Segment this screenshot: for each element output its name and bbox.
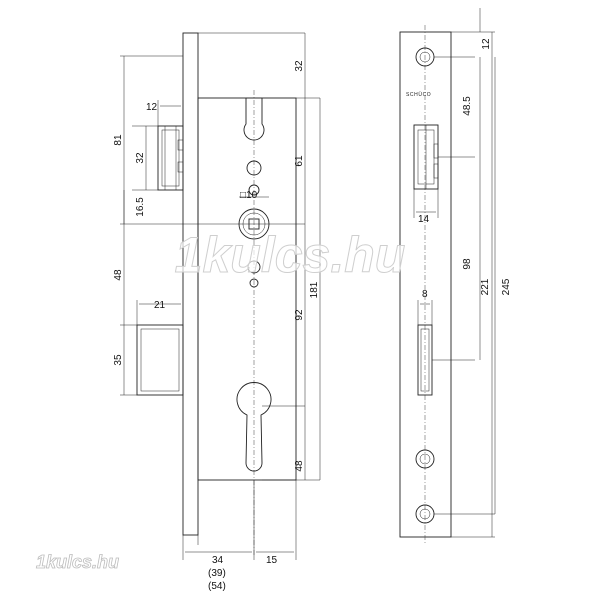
front-view: 32 12 81 32 16.5 □10 61 48 21 35 92 181 …	[113, 32, 321, 592]
dim-top-offset: 32	[294, 60, 305, 72]
side-dim-top-offset: 12	[481, 38, 492, 50]
side-extension-lines	[413, 31, 495, 538]
dim-spindle-to-cylinder: 92	[294, 309, 305, 321]
dim-latch-axis-to-spindle: 61	[294, 155, 305, 167]
dim-cylinder-to-bottom: 48	[294, 460, 305, 472]
dim-backset-alt1: (39)	[208, 568, 226, 579]
dim-latch-to-spindle: 16.5	[135, 197, 146, 217]
cylinder-cutout	[236, 382, 272, 472]
dim-bolt-throw: 21	[154, 300, 166, 311]
dim-latch-height: 32	[135, 152, 146, 164]
dim-spindle-square: □10	[240, 190, 258, 201]
watermark-corner: 1kulcs.hu	[36, 552, 119, 572]
side-latch	[413, 124, 439, 190]
deadbolt	[136, 324, 184, 396]
hole-upper-2	[248, 184, 260, 196]
side-dim-total-length: 245	[501, 278, 512, 295]
dim-faceplate-width: 15	[266, 555, 278, 566]
side-dim-to-latch: 48.5	[462, 96, 473, 116]
faceplate	[182, 32, 199, 536]
side-dimension-lines	[416, 8, 496, 537]
watermark-center: 1kulcs.hu	[175, 227, 406, 283]
latch	[157, 125, 184, 191]
side-faceplate	[399, 31, 452, 538]
dim-spindle-to-bolt: 48	[113, 269, 124, 281]
side-dim-to-bolt: 98	[462, 258, 473, 270]
dim-total-axis: 181	[309, 281, 320, 298]
hole-upper	[246, 160, 262, 176]
dim-backset: 34	[212, 555, 224, 566]
dim-backset-alt2: (54)	[208, 581, 226, 592]
dim-latch-width: 12	[146, 102, 158, 113]
hole-mid	[247, 260, 261, 274]
brand-label: SCHÜCO	[406, 91, 431, 98]
dim-latch-reach: 81	[113, 134, 124, 146]
side-dim-bolt-width: 8	[422, 289, 428, 300]
dimension-lines	[123, 33, 321, 553]
screw-hole-mid	[415, 449, 435, 469]
side-dim-latch-depth: 14	[418, 214, 430, 225]
side-dim-screw-span: 221	[480, 278, 491, 295]
side-view: SCHÜCO	[399, 8, 512, 545]
dim-bolt-height: 35	[113, 354, 124, 366]
top-keyhole	[243, 98, 265, 141]
hole-mid-2	[249, 278, 259, 288]
extension-lines	[120, 32, 320, 560]
